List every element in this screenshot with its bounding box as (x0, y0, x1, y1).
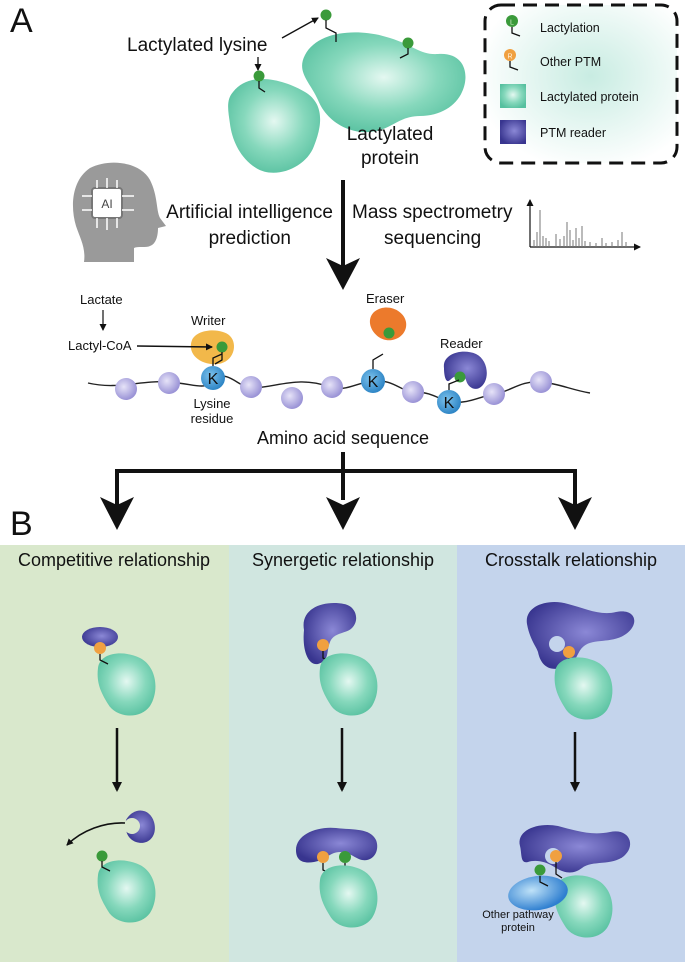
lactylation-icon: L (506, 15, 521, 37)
mass-spec-label-2: sequencing (384, 228, 481, 249)
svg-text:R: R (507, 54, 512, 61)
lactylated-protein-label-1: Lactylated (347, 124, 434, 145)
amino-acid-bead (240, 376, 262, 398)
crosstalk-bottom-reader (519, 824, 631, 873)
lactate-label: Lactate (80, 292, 123, 307)
svg-text:K: K (444, 395, 455, 412)
eraser-enzyme (369, 307, 407, 341)
lysine-residue-label-1: Lysine (193, 396, 230, 411)
other-ptm-icon: R (504, 49, 519, 71)
lactyl-coa-label: Lactyl-CoA (68, 338, 132, 353)
eraser-label: Eraser (366, 291, 405, 306)
ai-prediction-label-1: Artificial intelligence (166, 202, 333, 223)
legend: L Lactylation R Other PTM Lactylated pro… (483, 3, 679, 165)
crosstalk-title: Crosstalk relationship (485, 550, 657, 570)
mass-spec-label-1: Mass spectrometry (352, 202, 513, 223)
legend-label-other-ptm: Other PTM (540, 55, 601, 69)
lactylated-lysine-arrow-1 (281, 17, 319, 39)
crosstalk-bottom-protein (554, 875, 613, 938)
lactylation-mark-small (253, 70, 266, 93)
crosstalk-top-protein (554, 657, 613, 720)
synergetic-bottom-protein (319, 865, 378, 928)
svg-text:K: K (368, 374, 379, 391)
lysine-residue-3: K (437, 379, 461, 414)
main-down-arrow-head (326, 258, 360, 290)
lactylated-protein-swatch (500, 84, 526, 108)
amino-acid-bead (402, 381, 424, 403)
other-pathway-label-2: protein (501, 922, 535, 934)
svg-text:K: K (208, 371, 219, 388)
svg-text:L: L (510, 20, 514, 27)
amino-acid-bead (281, 387, 303, 409)
competitive-title: Competitive relationship (18, 550, 210, 570)
ai-head-icon: AI (72, 162, 166, 262)
amino-acid-sequence-label: Amino acid sequence (257, 428, 429, 448)
crosstalk-top-reader (526, 602, 635, 669)
ai-prediction-label-2: prediction (209, 228, 291, 249)
lactylated-protein-large (302, 32, 466, 133)
lysine-residue-1: K (201, 353, 225, 390)
ai-chip-label: AI (101, 197, 112, 211)
lactylation-mark-right (399, 37, 414, 59)
lactylated-protein-small (228, 78, 321, 173)
competitive-top-reader (82, 627, 118, 665)
competitive-bottom-protein (96, 850, 156, 923)
branch-arrows (100, 452, 592, 530)
writer-label: Writer (191, 313, 226, 328)
panel-b-label: B (10, 505, 33, 543)
competitive-dissociation-arrow (66, 822, 126, 846)
lysine-residue-label-2: residue (191, 411, 234, 426)
mass-spectrum-icon (526, 199, 641, 251)
competitive-top-protein (97, 653, 156, 716)
lactylated-protein-label-2: protein (361, 148, 419, 169)
synergetic-top-protein (319, 653, 378, 716)
ptm-reader-swatch (500, 120, 526, 144)
synergetic-bottom-reader (296, 827, 378, 875)
synergetic-title: Synergetic relationship (252, 550, 434, 570)
other-pathway-protein (508, 862, 568, 911)
lactylation-mark-top (320, 9, 337, 42)
reader-protein-a (443, 351, 487, 389)
legend-label-lactylated-protein: Lactylated protein (540, 90, 639, 104)
other-pathway-label-1: Other pathway (482, 909, 554, 921)
competitive-bottom-reader (124, 810, 155, 843)
amino-acid-bead (115, 378, 137, 400)
amino-acid-beads (115, 371, 552, 409)
lysine-residue-2: K (361, 353, 385, 393)
amino-acid-bead (158, 372, 180, 394)
amino-acid-bead (530, 371, 552, 393)
reader-label: Reader (440, 336, 483, 351)
panel-a-label: A (10, 2, 33, 40)
lactyl-coa-to-writer-arrow (136, 343, 213, 351)
synergetic-top-reader (303, 603, 357, 665)
legend-label-ptm-reader: PTM reader (540, 126, 606, 140)
lactylated-lysine-label: Lactylated lysine (127, 35, 267, 56)
amino-acid-bead (321, 376, 343, 398)
amino-acid-bead (483, 383, 505, 405)
legend-label-lactylation: Lactylation (540, 21, 600, 35)
